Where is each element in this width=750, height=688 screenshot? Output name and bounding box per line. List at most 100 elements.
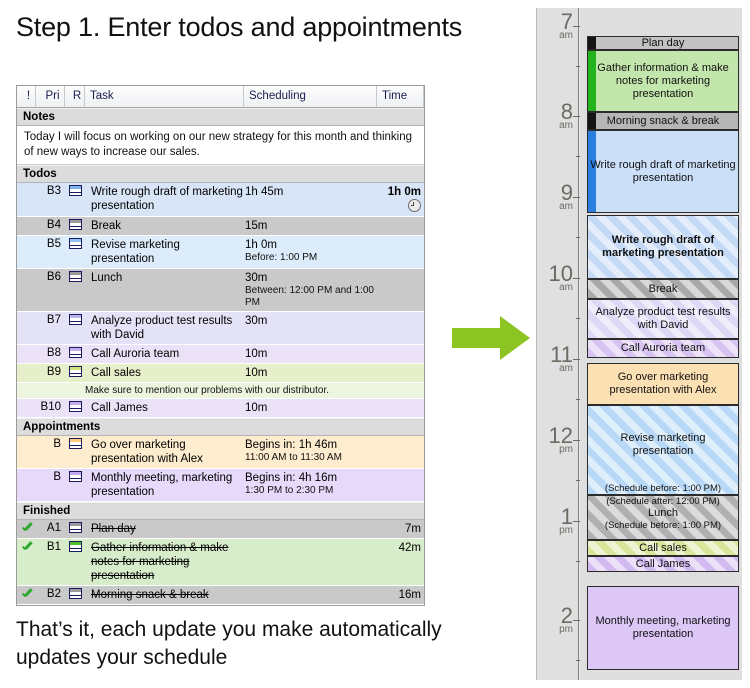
color-swatch-icon[interactable] bbox=[68, 438, 82, 449]
column-header-scheduling[interactable]: Scheduling bbox=[244, 86, 377, 107]
completed-check-cell[interactable] bbox=[17, 366, 36, 367]
calendar-event[interactable]: Write rough draft of marketing presentat… bbox=[587, 130, 739, 213]
priority-cell[interactable]: B7 bbox=[46, 314, 61, 326]
task-name-cell[interactable]: Write rough draft of marketing presentat… bbox=[91, 186, 243, 212]
priority-cell[interactable]: B2 bbox=[46, 588, 61, 600]
completed-check-cell[interactable] bbox=[17, 238, 36, 239]
swatch-cell[interactable] bbox=[65, 438, 85, 451]
calendar-event[interactable]: Write rough draft of marketing presentat… bbox=[587, 215, 739, 279]
column-header-r[interactable]: R bbox=[65, 86, 85, 107]
column-header-time[interactable]: Time bbox=[377, 86, 424, 107]
color-swatch-icon[interactable] bbox=[68, 238, 82, 249]
table-row[interactable]: B1 Gather information & make notes for ma… bbox=[17, 539, 424, 586]
completed-check-cell[interactable] bbox=[17, 271, 36, 272]
time-cell[interactable]: 7m bbox=[377, 522, 424, 536]
swatch-cell[interactable] bbox=[65, 271, 85, 284]
priority-cell[interactable]: A1 bbox=[46, 522, 61, 534]
priority-cell[interactable]: B1 bbox=[46, 541, 61, 553]
time-cell[interactable]: 1h 0m bbox=[377, 185, 424, 214]
notes-text[interactable]: Today I will focus on working on our new… bbox=[17, 126, 424, 165]
column-header-exclamation[interactable]: ! bbox=[17, 86, 36, 107]
priority-cell[interactable]: B6 bbox=[46, 271, 61, 283]
color-swatch-icon[interactable] bbox=[68, 219, 82, 230]
completed-check-cell[interactable] bbox=[17, 314, 36, 315]
time-cell[interactable]: 16m bbox=[377, 588, 424, 602]
task-name-cell[interactable]: Call sales bbox=[91, 367, 141, 379]
task-name-cell[interactable]: Lunch bbox=[91, 272, 123, 284]
table-row[interactable]: B2 Morning snack & break 16m bbox=[17, 586, 424, 605]
calendar-event[interactable]: Gather information & make notes for mark… bbox=[587, 50, 739, 112]
completed-check-cell[interactable] bbox=[17, 401, 36, 402]
group-header-finished[interactable]: Finished bbox=[17, 502, 424, 520]
completed-check-cell[interactable] bbox=[17, 522, 36, 536]
priority-cell[interactable]: B8 bbox=[46, 347, 61, 359]
task-name-cell[interactable]: Revise marketing presentation bbox=[91, 239, 180, 265]
calendar-event[interactable]: Revise marketing presentation(Schedule b… bbox=[587, 405, 739, 495]
calendar-event[interactable]: Monthly meeting, marketing presentation bbox=[587, 586, 739, 670]
task-name-cell[interactable]: Call Auroria team bbox=[91, 348, 180, 360]
swatch-cell[interactable] bbox=[65, 185, 85, 198]
timer-clock-icon[interactable] bbox=[408, 199, 421, 212]
task-name-cell[interactable]: Monthly meeting, marketing presentation bbox=[91, 472, 233, 498]
priority-cell[interactable]: B bbox=[53, 438, 61, 450]
time-cell[interactable]: 42m bbox=[377, 541, 424, 555]
swatch-cell[interactable] bbox=[65, 238, 85, 251]
calendar-event[interactable]: Analyze product test results with David bbox=[587, 299, 739, 339]
column-header-task[interactable]: Task bbox=[85, 86, 244, 107]
calendar-event[interactable]: (Schedule after: 12:00 PM)Lunch(Schedule… bbox=[587, 495, 739, 540]
priority-cell[interactable]: B bbox=[53, 471, 61, 483]
swatch-cell[interactable] bbox=[65, 471, 85, 484]
scheduling-cell[interactable]: 10m bbox=[244, 401, 377, 415]
swatch-cell[interactable] bbox=[65, 401, 85, 414]
scheduling-cell[interactable]: 15m bbox=[244, 219, 377, 233]
calendar-event[interactable]: Morning snack & break bbox=[587, 112, 739, 130]
scheduling-cell[interactable]: 10m bbox=[244, 366, 377, 380]
swatch-cell[interactable] bbox=[65, 366, 85, 379]
group-header-appointments[interactable]: Appointments bbox=[17, 418, 424, 436]
calendar-event[interactable]: Call James bbox=[587, 556, 739, 572]
completed-check-cell[interactable] bbox=[17, 219, 36, 220]
calendar-event[interactable]: Plan day bbox=[587, 36, 739, 50]
swatch-cell[interactable] bbox=[65, 541, 85, 554]
scheduling-cell[interactable]: 30m bbox=[244, 314, 377, 328]
priority-cell[interactable]: B3 bbox=[46, 185, 61, 197]
priority-cell[interactable]: B9 bbox=[46, 366, 61, 378]
calendar-event[interactable]: Call sales bbox=[587, 540, 739, 556]
color-swatch-icon[interactable] bbox=[68, 522, 82, 533]
completed-check-cell[interactable] bbox=[17, 471, 36, 472]
completed-check-cell[interactable] bbox=[17, 541, 36, 555]
completed-check-cell[interactable] bbox=[17, 185, 36, 186]
task-name-cell[interactable]: Break bbox=[91, 220, 122, 232]
swatch-cell[interactable] bbox=[65, 522, 85, 535]
color-swatch-icon[interactable] bbox=[68, 366, 82, 377]
completed-check-cell[interactable] bbox=[17, 588, 36, 602]
scheduling-cell[interactable]: 10m bbox=[244, 347, 377, 361]
task-name-cell[interactable]: Call James bbox=[91, 402, 148, 414]
table-row[interactable]: A1 Plan day 7m bbox=[17, 520, 424, 539]
color-swatch-icon[interactable] bbox=[68, 588, 82, 599]
task-name-cell[interactable]: Gather information & make notes for mark… bbox=[91, 542, 229, 582]
swatch-cell[interactable] bbox=[65, 588, 85, 601]
task-name-cell[interactable]: Morning snack & break bbox=[91, 589, 209, 601]
completed-check-cell[interactable] bbox=[17, 438, 36, 439]
task-note-row[interactable]: Make sure to mention our problems with o… bbox=[17, 383, 424, 399]
calendar-event[interactable]: Break bbox=[587, 279, 739, 299]
calendar-event[interactable]: Go over marketing presentation with Alex bbox=[587, 363, 739, 405]
color-swatch-icon[interactable] bbox=[68, 471, 82, 482]
color-swatch-icon[interactable] bbox=[68, 541, 82, 552]
swatch-cell[interactable] bbox=[65, 347, 85, 360]
color-swatch-icon[interactable] bbox=[68, 314, 82, 325]
task-name-cell[interactable]: Plan day bbox=[91, 523, 136, 535]
group-header-notes[interactable]: Notes bbox=[17, 108, 424, 126]
group-header-todos[interactable]: Todos bbox=[17, 165, 424, 183]
